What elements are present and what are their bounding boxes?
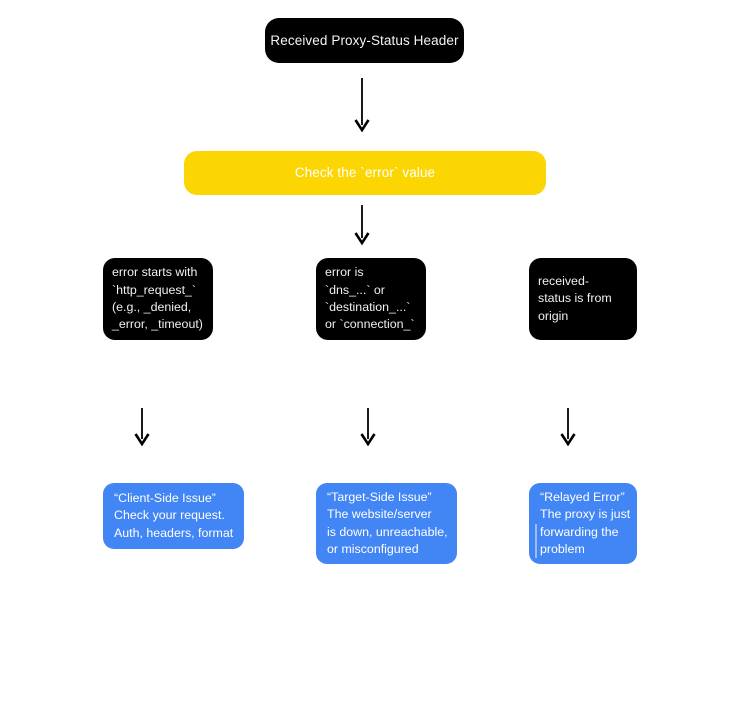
node-text-line: status is from: [538, 291, 612, 306]
node-text-line: or misconfigured: [327, 541, 419, 556]
arrow-down-icon: [553, 408, 583, 448]
node-outcome-relayed-error[interactable]: “Relayed Error” The proxy is just forwar…: [529, 483, 637, 564]
arrow-down-icon: [347, 205, 377, 247]
arrow-down-icon: [353, 408, 383, 448]
node-text-line: “Client-Side Issue”: [114, 491, 216, 506]
node-text-line: Received Proxy-Status Header: [270, 32, 459, 48]
node-text-line: `dns_...` or: [325, 282, 385, 297]
node-check-the-error-value[interactable]: Check the `error` value: [184, 151, 546, 195]
node-text-line: `destination_...`: [325, 300, 411, 314]
node-text-line: (e.g., _denied,: [112, 300, 192, 314]
node-text-line: forwarding the: [535, 523, 626, 541]
node-text-line: _error, _timeout): [112, 317, 203, 332]
node-text-line: The proxy is just: [540, 507, 631, 522]
node-condition-dns-destination-connection-error[interactable]: error is `dns_...` or `destination_...` …: [316, 258, 426, 340]
node-text-line: `http_request_`: [112, 282, 197, 297]
node-text-line: received-: [538, 274, 589, 289]
arrow-down-icon: [347, 78, 377, 134]
node-text-line: problem: [535, 540, 626, 559]
node-text-line: The website/server: [327, 507, 432, 522]
node-outcome-client-side-issue[interactable]: “Client-Side Issue” Check your request. …: [103, 483, 244, 549]
node-text-line: origin: [538, 308, 569, 323]
node-text-line: error starts with: [112, 265, 198, 280]
node-text-line: “Relayed Error”: [540, 489, 625, 504]
node-condition-http-request-error[interactable]: error starts with `http_request_` (e.g.,…: [103, 258, 213, 340]
node-text-line: Auth, headers, format: [114, 525, 234, 540]
node-condition-received-status-from-origin[interactable]: received- status is from origin: [529, 258, 637, 340]
node-received-proxy-status-header[interactable]: Received Proxy-Status Header: [265, 18, 464, 63]
node-text-line: or `connection_`: [325, 317, 415, 332]
node-outcome-target-side-issue[interactable]: “Target-Side Issue” The website/server i…: [316, 483, 457, 564]
arrow-down-icon: [127, 408, 157, 448]
node-text-line: Check your request.: [114, 508, 225, 523]
node-text-line: “Target-Side Issue”: [327, 489, 432, 504]
node-text-line: Check the `error` value: [294, 165, 436, 180]
node-text-line: is down, unreachable,: [327, 524, 448, 539]
node-text-line: error is: [325, 265, 364, 280]
